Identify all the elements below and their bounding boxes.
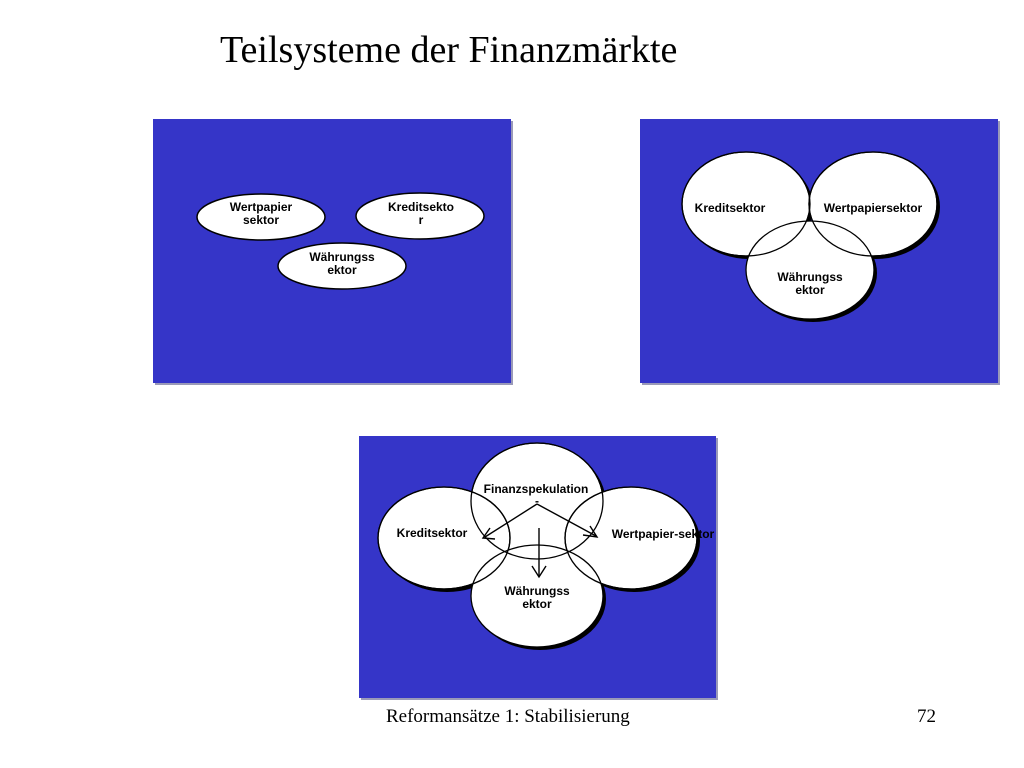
speculation-label: Finanzspekulation (484, 482, 589, 496)
credit-sector-outline (377, 486, 511, 590)
speculation-circle-outline (470, 442, 604, 560)
speculation-spread-diagram: Finanzspekulation - Kreditsektor Wertpap… (377, 442, 715, 650)
securities-sector-label-line2: sektor (243, 213, 279, 227)
currency-sector-ellipse (277, 242, 407, 290)
securities-sector-outline (808, 151, 938, 257)
arrow-to-credit-sector (484, 503, 538, 538)
securities-sector-label-line1: Wertpapier (230, 200, 293, 214)
currency-sector-label-line1: Währungss (504, 584, 570, 598)
overlapping-sectors-diagram: Kreditsektor Wertpapiersektor Währungss … (681, 151, 940, 322)
securities-sector-ellipse (196, 193, 326, 241)
currency-sector-label-line2: ektor (327, 263, 357, 277)
credit-sector-label: Kreditsektor (397, 526, 468, 540)
credit-sector-ellipse (355, 192, 485, 240)
speculation-dot: - (535, 494, 539, 508)
currency-sector-label-line1: Währungss (309, 250, 375, 264)
credit-sector-label: Kreditsektor (695, 201, 766, 215)
spread-arrows (481, 503, 599, 579)
arrow-to-credit-sector-head (481, 527, 496, 540)
arrow-to-securities-sector-head (582, 525, 599, 538)
currency-sector-circle (745, 220, 875, 320)
securities-sector-label: Wertpapiersektor (824, 201, 923, 215)
credit-sector-label-line2: r (419, 213, 424, 227)
panel-speculation-spread: Finanzspekulation - Kreditsektor Wertpap… (359, 436, 716, 698)
currency-sector-label-line2: ektor (522, 597, 552, 611)
arrow-to-currency-sector-head (531, 565, 547, 579)
securities-sector-label: Wertpapier-sektor (612, 527, 715, 541)
securities-sector-outline (564, 486, 698, 590)
footer-text: Reformansätze 1: Stabilisierung (386, 706, 630, 727)
arrow-to-securities-sector (536, 503, 597, 537)
credit-sector-outline (681, 151, 811, 257)
currency-sector-circle (470, 544, 604, 648)
slide-title: Teilsysteme der Finanzmärkte (220, 29, 678, 71)
currency-sector-label-line2: ektor (795, 283, 825, 297)
separate-sectors-diagram: Wertpapier sektor Kreditsekto r Währungs… (196, 192, 485, 290)
currency-sector-label-line1: Währungss (777, 270, 843, 284)
panel-overlapping-sectors: Kreditsektor Wertpapiersektor Währungss … (640, 119, 998, 383)
credit-sector-label-line1: Kreditsekto (388, 200, 454, 214)
panel-separate-sectors: Wertpapier sektor Kreditsekto r Währungs… (153, 119, 511, 383)
page-number: 72 (917, 706, 936, 727)
